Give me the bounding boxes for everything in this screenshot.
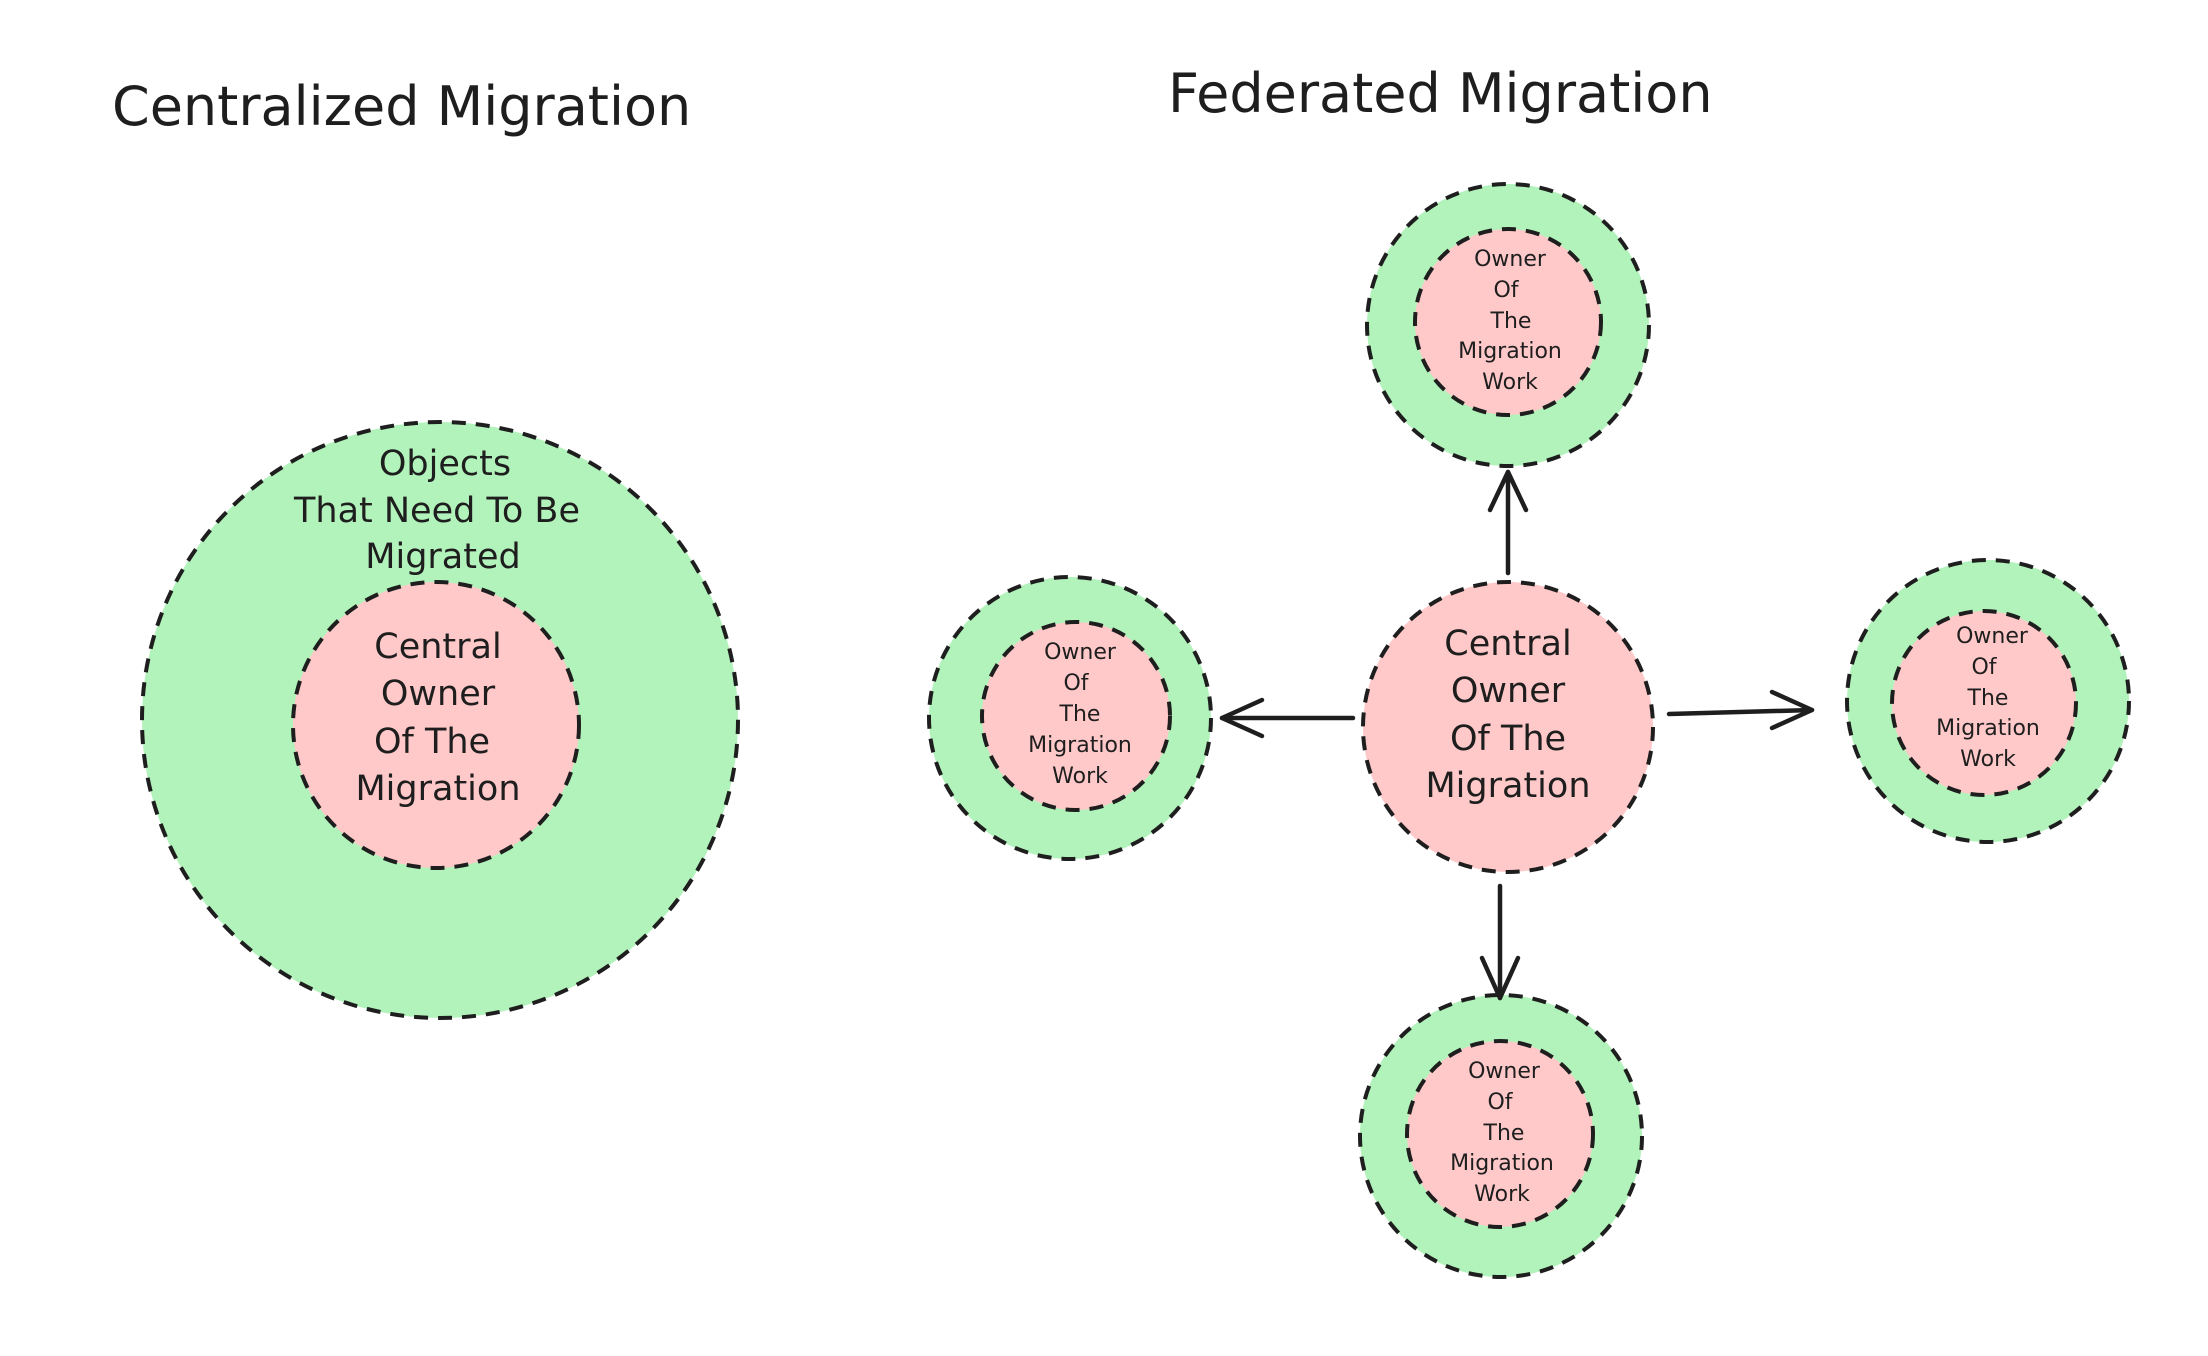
owner-node-right-line-4: Migration <box>1936 716 2040 741</box>
owner-node-bottom-line-1: Owner <box>1468 1059 1541 1084</box>
owner-node-top-line-1: Owner <box>1474 247 1547 272</box>
owner-node-bottom-line-5: Work <box>1474 1182 1530 1207</box>
central-owner-label-line-1: Central <box>374 627 501 667</box>
owner-node-top-inner <box>1413 227 1603 417</box>
federated-title: Federated Migration <box>1168 62 1713 125</box>
arrow-to-left <box>1219 697 1356 739</box>
arrow-to-top <box>1487 469 1529 576</box>
hub-label-line-1: Central <box>1444 624 1571 664</box>
centralized-group: Objects That Need To Be Migrated Central… <box>140 420 740 1020</box>
owner-node-left: Owner Of The Migration Work <box>927 575 1213 861</box>
hub-label-line-4: Migration <box>1425 766 1590 806</box>
central-owner-label-line-3: Of The <box>374 722 490 762</box>
federated-central-owner-circle <box>1361 580 1655 874</box>
owner-node-right-line-5: Work <box>1960 747 2016 772</box>
central-owner-label-line-4: Migration <box>355 769 520 809</box>
owner-node-bottom-inner <box>1405 1039 1595 1229</box>
central-owner-label-line-2: Owner <box>381 674 496 714</box>
owner-node-right-line-1: Owner <box>1956 624 2029 649</box>
hub-label-line-3: Of The <box>1450 719 1566 759</box>
owner-node-bottom-line-4: Migration <box>1450 1151 1554 1176</box>
arrow-to-bottom <box>1479 883 1521 1001</box>
hub-label-line-2: Owner <box>1451 671 1566 711</box>
owner-node-right-line-3: The <box>1967 686 2009 711</box>
owner-node-top-line-4: Migration <box>1458 339 1562 364</box>
owner-node-right-line-2: Of <box>1971 655 1997 680</box>
owner-node-left-line-5: Work <box>1052 764 1108 789</box>
objects-label-line-1: Objects <box>379 444 511 484</box>
owner-node-left-line-3: The <box>1059 702 1101 727</box>
owner-node-left-inner <box>980 620 1172 812</box>
central-owner-circle <box>291 580 581 870</box>
owner-node-top: Owner Of The Migration Work <box>1365 182 1651 468</box>
owner-node-bottom: Owner Of The Migration Work <box>1358 993 1644 1279</box>
owner-node-bottom-line-3: The <box>1483 1121 1525 1146</box>
owner-node-top-line-5: Work <box>1482 370 1538 395</box>
owner-node-right: Owner Of The Migration Work <box>1845 558 2131 844</box>
owner-node-right-inner <box>1890 609 2078 797</box>
owner-node-bottom-line-2: Of <box>1487 1090 1513 1115</box>
owner-node-left-line-2: Of <box>1063 671 1089 696</box>
owner-node-left-line-4: Migration <box>1028 733 1132 758</box>
owner-node-top-line-2: Of <box>1493 278 1519 303</box>
arrow-to-right <box>1666 689 1815 731</box>
owner-node-left-line-1: Owner <box>1044 640 1117 665</box>
objects-label-line-2: That Need To Be <box>293 491 580 531</box>
owner-node-top-line-3: The <box>1490 309 1532 334</box>
federated-hub: Central Owner Of The Migration <box>1361 580 1655 874</box>
centralized-title: Centralized Migration <box>112 75 691 138</box>
objects-label-line-3: Migrated <box>365 537 520 577</box>
